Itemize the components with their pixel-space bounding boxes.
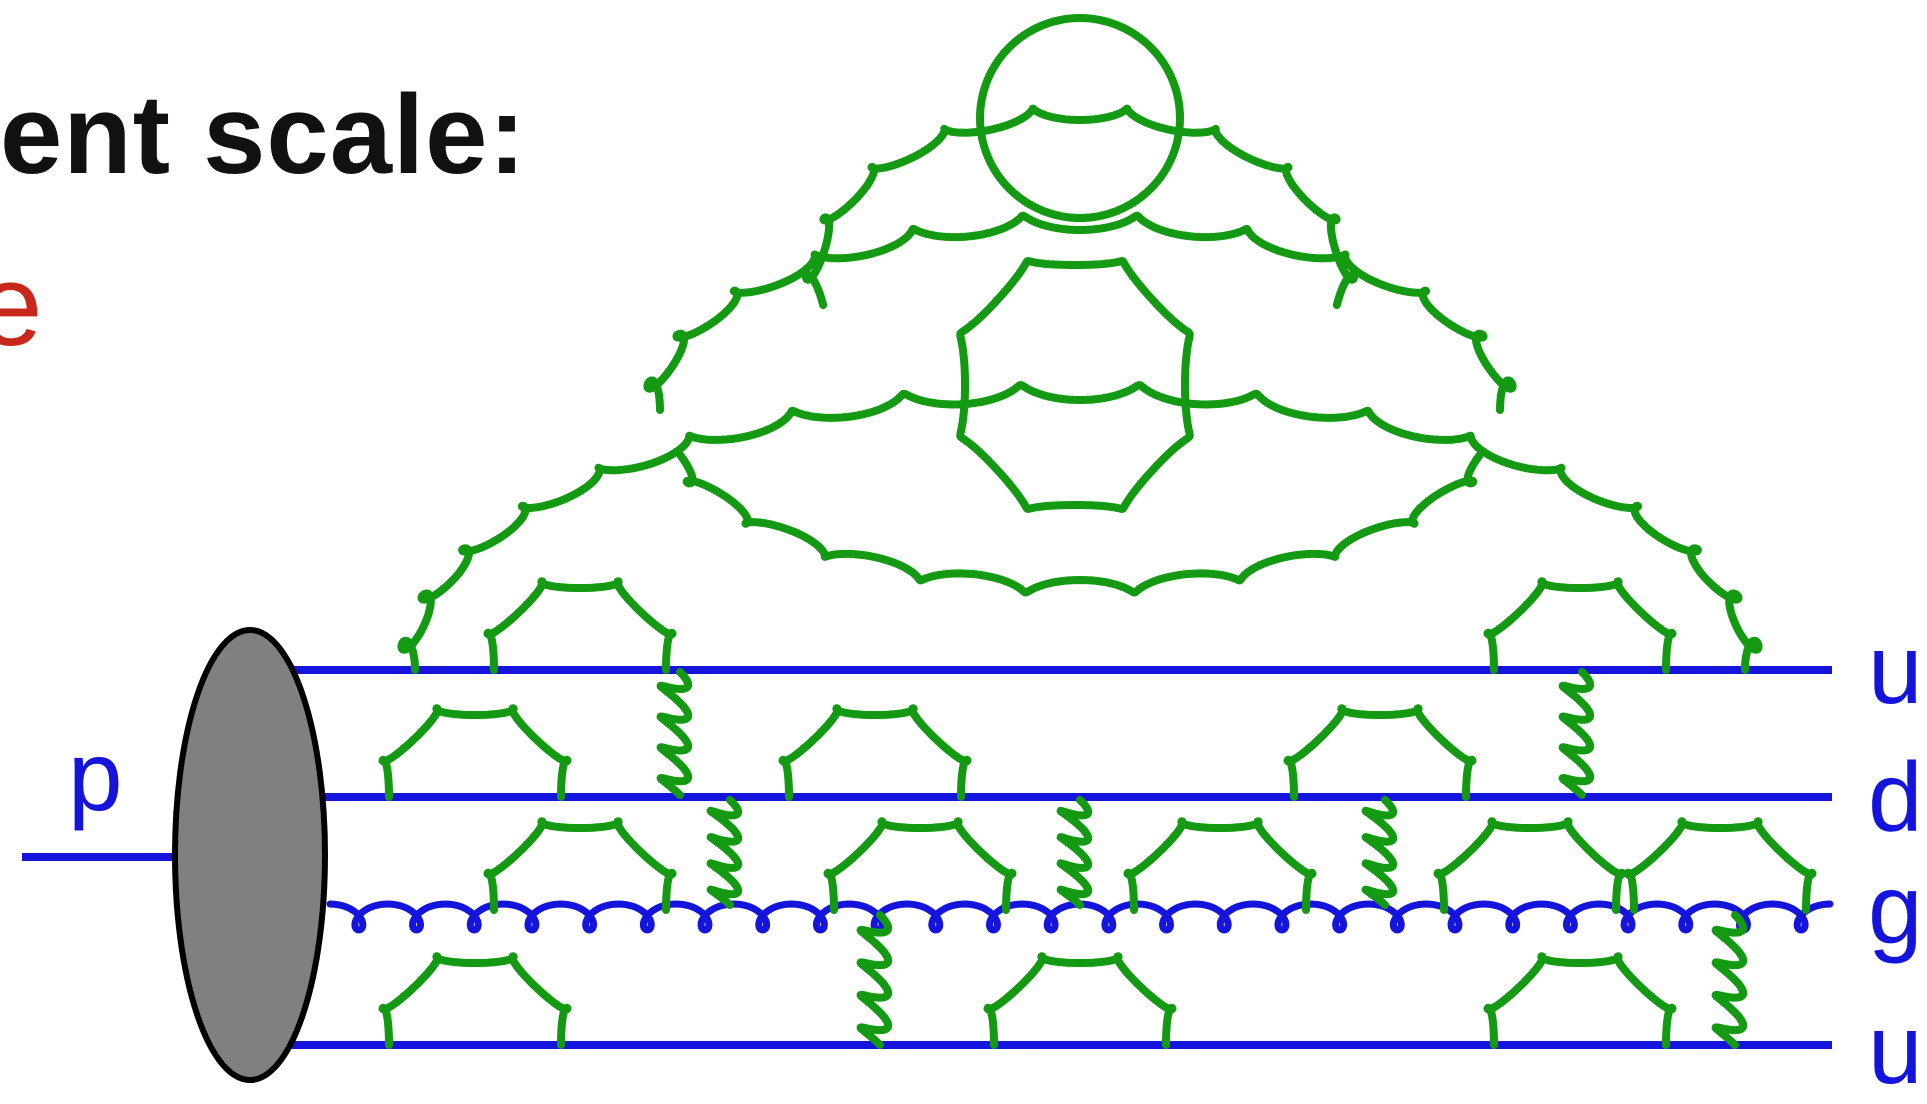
heading-title: ent scale: [0,72,527,197]
loop-u-1 [378,952,572,1049]
loop-top-1 [483,577,677,674]
exchange-7 [1711,911,1748,1049]
exchange-5 [1558,668,1595,799]
proton-blob-layer [172,627,328,1083]
loop-g-2 [823,817,1017,914]
parton-label-d: d [1868,742,1923,852]
exchange-4 [1361,796,1398,909]
proton-blob [172,627,328,1083]
exchange-1 [656,668,693,799]
red-partial-word: e [0,240,43,370]
parton-label-u-bottom: u [1868,994,1923,1104]
loop-u-2 [983,952,1177,1049]
loop-top-2 [1483,577,1677,674]
cloud-bottom-row [676,451,1484,597]
cloud-middle-outer [643,211,1517,414]
loop-d-1 [378,704,572,801]
cloud-upper-outer [802,104,1358,309]
exchange-6 [856,911,893,1049]
loop-g-3 [1123,817,1317,914]
parton-label-g: g [1868,854,1923,964]
loop-d-3 [1283,704,1477,801]
loop-u-3 [1483,952,1677,1049]
cloud-inner-loop [956,257,1194,513]
parton-label-u-top: u [1868,614,1923,724]
loop-g-5 [1623,817,1817,914]
top-closed-loop [976,14,1184,222]
gluon-loops [378,14,1817,1049]
loop-g-4 [1433,817,1627,914]
loop-g-1 [483,817,677,914]
loop-d-2 [778,704,972,801]
proton-label: p [68,721,123,831]
exchange-2 [706,796,743,909]
outer-arc-bottom-lines [397,381,1763,674]
exchange-3 [1056,796,1093,909]
